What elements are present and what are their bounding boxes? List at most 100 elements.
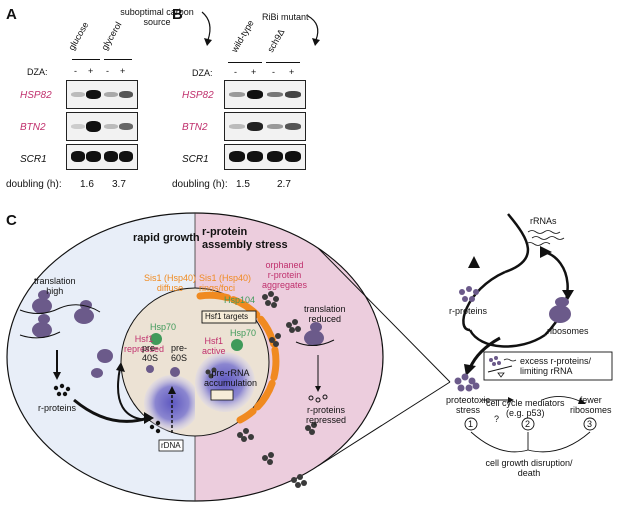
prerna-2: accumulation xyxy=(204,378,258,388)
dza-label: DZA: xyxy=(27,67,48,77)
excess-1: excess r-proteins/ xyxy=(520,356,592,366)
fewer-1: fewer xyxy=(579,395,602,405)
translation-high: translation high xyxy=(34,276,76,296)
translation-high-2: high xyxy=(46,286,64,296)
hsf1-active-1: Hsf1 xyxy=(204,336,224,346)
dza-sign: - xyxy=(106,66,109,76)
outcome-2-number: 2 xyxy=(525,419,531,429)
orphaned-2: r-protein xyxy=(267,270,302,280)
pre-rrna-accumulation: pre-rRNA accumulation xyxy=(204,368,257,388)
panel-b-label: B xyxy=(172,6,183,23)
blot-scr1 xyxy=(224,144,306,170)
blot-hsp82 xyxy=(224,80,306,109)
question-mark: ? xyxy=(494,414,500,424)
pre-60s-1: pre- xyxy=(171,343,188,353)
outcome-1: cell growth disruption/ xyxy=(485,458,573,468)
pre-60s-2: 60S xyxy=(171,353,188,363)
translation-high-1: translation xyxy=(34,276,76,286)
proteotoxic-stress: proteotoxic stress xyxy=(446,395,490,415)
outcome-label: cell growth disruption/ death xyxy=(474,458,584,478)
pre-40s-1: pre- xyxy=(142,343,159,353)
translation-reduced-1: translation xyxy=(304,304,346,314)
hsp104-label: Hsp104 xyxy=(224,295,256,305)
doubling-wild-type: 1.5 xyxy=(236,179,250,190)
rrnas-label: rRNAs xyxy=(530,216,557,226)
blot-hsp82 xyxy=(66,80,138,109)
doubling-glycerol: 3.7 xyxy=(112,179,126,190)
right-title-line2: assembly stress xyxy=(202,239,288,251)
outcome-1-number: 1 xyxy=(468,419,474,429)
cell-cycle-1: cell cycle mediators xyxy=(486,398,565,408)
panel-a-annotation: suboptimal carbon source xyxy=(107,7,207,27)
gene-scr1: SCR1 xyxy=(182,154,209,165)
r-proteins-left: r-proteins xyxy=(38,403,77,413)
dza-sign: - xyxy=(234,67,237,77)
left-title: rapid growth xyxy=(133,232,200,244)
cycle-ribosomes: ribosomes xyxy=(547,326,589,336)
dza-sign: + xyxy=(251,67,257,77)
hsf1-targets: Hsf1 targets xyxy=(205,312,249,321)
excess-2: limiting rRNA xyxy=(520,366,573,376)
excess-label: excess r-proteins/ limiting rRNA xyxy=(520,356,591,376)
translation-reduced: translation reduced xyxy=(304,304,346,324)
annotation-line1: suboptimal carbon xyxy=(120,7,194,17)
panel-a-label: A xyxy=(6,6,17,23)
orphaned-1: orphaned xyxy=(265,260,304,270)
hsp70-right: Hsp70 xyxy=(230,328,257,338)
dza-label: DZA: xyxy=(192,68,213,78)
doubling-label: doubling (h): xyxy=(172,179,228,190)
pre-60s: pre- 60S xyxy=(171,343,187,363)
sis1-foci: Sis1 (Hsp40) rings/foci xyxy=(199,273,251,293)
right-title-line1: r-protein xyxy=(202,226,248,238)
proteotoxic-1: proteotoxic xyxy=(446,395,491,405)
r-proteins-repressed: r-proteins repressed xyxy=(306,405,346,425)
pre-40s: pre- 40S xyxy=(142,343,158,363)
right-title: r-protein assembly stress xyxy=(202,226,288,252)
lane-underline xyxy=(266,62,300,63)
lane-underline xyxy=(72,59,100,60)
translation-reduced-2: reduced xyxy=(308,314,342,324)
gene-btn2: BTN2 xyxy=(182,122,208,133)
gene-scr1: SCR1 xyxy=(20,154,47,165)
hsf1-repressed: Hsf1 repressed xyxy=(124,334,164,354)
fewer-ribosomes: fewer ribosomes xyxy=(570,395,612,415)
hsf1-active: Hsf1 active xyxy=(202,336,226,356)
hsf1-repressed-2: repressed xyxy=(124,344,165,354)
orphaned-aggregates: orphaned r-protein aggregates xyxy=(262,260,307,290)
hsf1-active-2: active xyxy=(202,346,226,356)
panel-c-label: C xyxy=(6,212,17,229)
sis1-diffuse: Sis1 (Hsp40) diffuse xyxy=(144,273,196,293)
dza-sign: + xyxy=(289,67,295,77)
lane-underline xyxy=(228,62,262,63)
sis1-diffuse-2: diffuse xyxy=(156,283,184,293)
annotation-line2: source xyxy=(143,17,171,27)
nucleolus-right xyxy=(195,352,255,412)
sis1-foci-1: Sis1 (Hsp40) xyxy=(199,273,252,283)
panel-b-arrow xyxy=(307,15,320,46)
dza-sign: + xyxy=(120,66,126,76)
r-proteins-repressed-2: repressed xyxy=(306,415,347,425)
cell-cycle-mediators: cell cycle mediators (e.g. p53) xyxy=(486,398,565,418)
dza-sign: + xyxy=(88,66,94,76)
dza-sign: - xyxy=(74,66,77,76)
fewer-2: ribosomes xyxy=(570,405,612,415)
blot-btn2 xyxy=(66,112,138,141)
rdna-label: rDNA xyxy=(161,441,181,450)
doubling-sch9: 2.7 xyxy=(277,179,291,190)
proteotoxic-2: stress xyxy=(456,405,481,415)
gene-btn2: BTN2 xyxy=(20,122,46,133)
outcome-2: death xyxy=(517,468,541,478)
sis1-foci-2: rings/foci xyxy=(199,283,236,293)
sis1-diffuse-1: Sis1 (Hsp40) xyxy=(144,273,197,283)
outcome-3-number: 3 xyxy=(587,419,593,429)
panel-a-arrow xyxy=(201,11,212,46)
orphaned-3: aggregates xyxy=(262,280,308,290)
dza-sign: - xyxy=(272,67,275,77)
prerna-1: pre-rRNA xyxy=(211,368,250,378)
blot-btn2 xyxy=(224,112,306,141)
pre-40s-2: 40S xyxy=(142,353,159,363)
lane-underline xyxy=(104,59,132,60)
doubling-label: doubling (h): xyxy=(6,179,62,190)
nucleolus-left xyxy=(144,375,195,431)
